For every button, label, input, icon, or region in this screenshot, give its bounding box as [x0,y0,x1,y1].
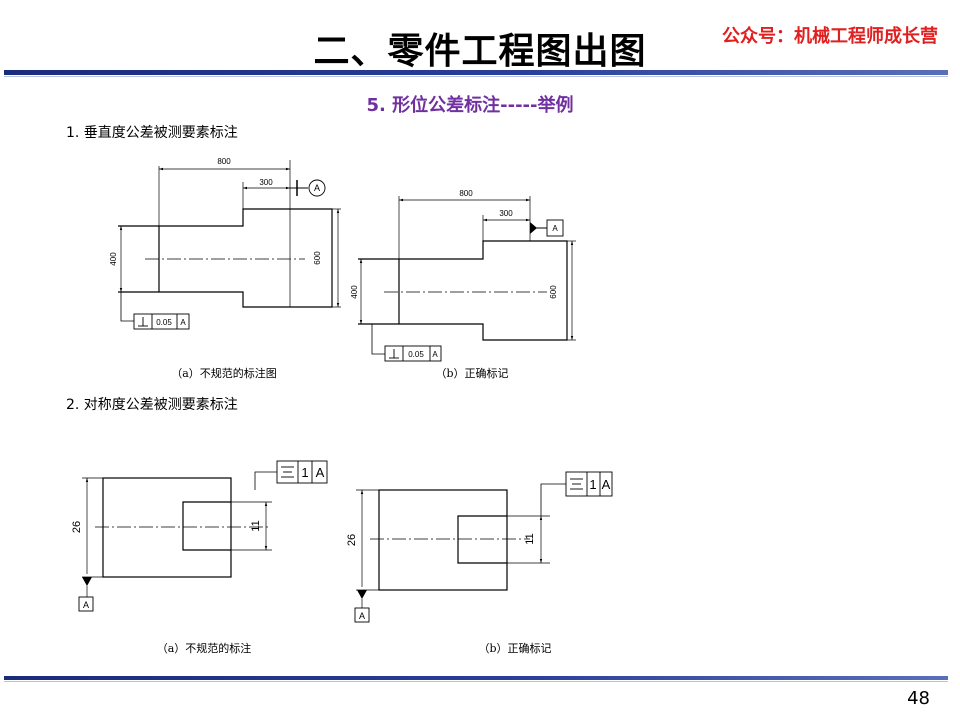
datum-circle [308,179,326,197]
symmetry-figure-b [354,471,613,623]
tolerance-frame [133,313,190,330]
page-title: 二、零件工程图出图 [313,31,647,72]
tolerance-datum: A [180,318,186,327]
page-number: 48 [907,688,930,709]
block-outline [102,477,232,578]
figure-a-caption: （a）不规范的标注图 [171,366,277,380]
dim-26-label: 26 [71,521,83,533]
dim-11-label: 11 [524,533,536,544]
section-subtitle: 5. 形位公差标注-----举例 [366,95,574,116]
datum-label: A [359,611,365,621]
stepped-shaft-outline [118,208,333,308]
tolerance-value: 0.05 [408,350,424,359]
block-outline-b [378,489,508,591]
figure-2a-caption: （a）不规范的标注 [157,641,252,655]
tolerance-datum: A [602,477,611,492]
footer-rule [4,676,948,680]
datum-label: A [552,224,558,233]
datum-label: A [314,183,320,193]
perpendicularity-figure-b [358,196,576,362]
figure-a-labels: 800 300 A 400 600 0.05 A [109,157,322,327]
dim-26-label: 26 [346,534,358,546]
header-rule-thin [4,76,948,77]
dim-300-label: 300 [259,178,273,187]
header-rule [4,70,948,75]
dim-600-label: 600 [549,285,558,299]
perpendicularity-figure-a [118,160,341,330]
figure-b-caption: （b）正确标记 [435,366,508,380]
tolerance-value: 1 [589,477,596,492]
footer-rule-thin [4,681,948,682]
figure-2b-caption: （b）正确标记 [478,641,551,655]
stepped-shaft-outline-b [358,240,568,341]
section2-heading: 2. 对称度公差被测要素标注 [66,397,238,413]
dim-800-label: 800 [217,157,231,166]
dim-400-label: 400 [350,285,359,299]
tolerance-value: 0.05 [156,318,172,327]
brand-label: 公众号：机械工程师成长营 [722,26,938,47]
dim-400-label: 400 [109,252,118,266]
section1-heading: 1. 垂直度公差被测要素标注 [66,125,238,141]
dim-800-label: 800 [459,189,473,198]
tolerance-datum: A [432,350,438,359]
figure-b-labels: 800 300 A 400 600 0.05 A [350,189,558,359]
tolerance-value: 1 [301,465,308,480]
datum-label: A [83,600,89,610]
symmetry-figure-a [78,460,328,612]
dim-600-label: 600 [313,251,322,265]
dim-11-label: 11 [250,520,262,531]
dim-300-label: 300 [499,209,513,218]
symmetry-b-labels: 26 11 1 A A [346,477,611,621]
tolerance-datum: A [316,465,325,480]
symmetry-a-labels: 26 11 1 A A [71,465,325,610]
